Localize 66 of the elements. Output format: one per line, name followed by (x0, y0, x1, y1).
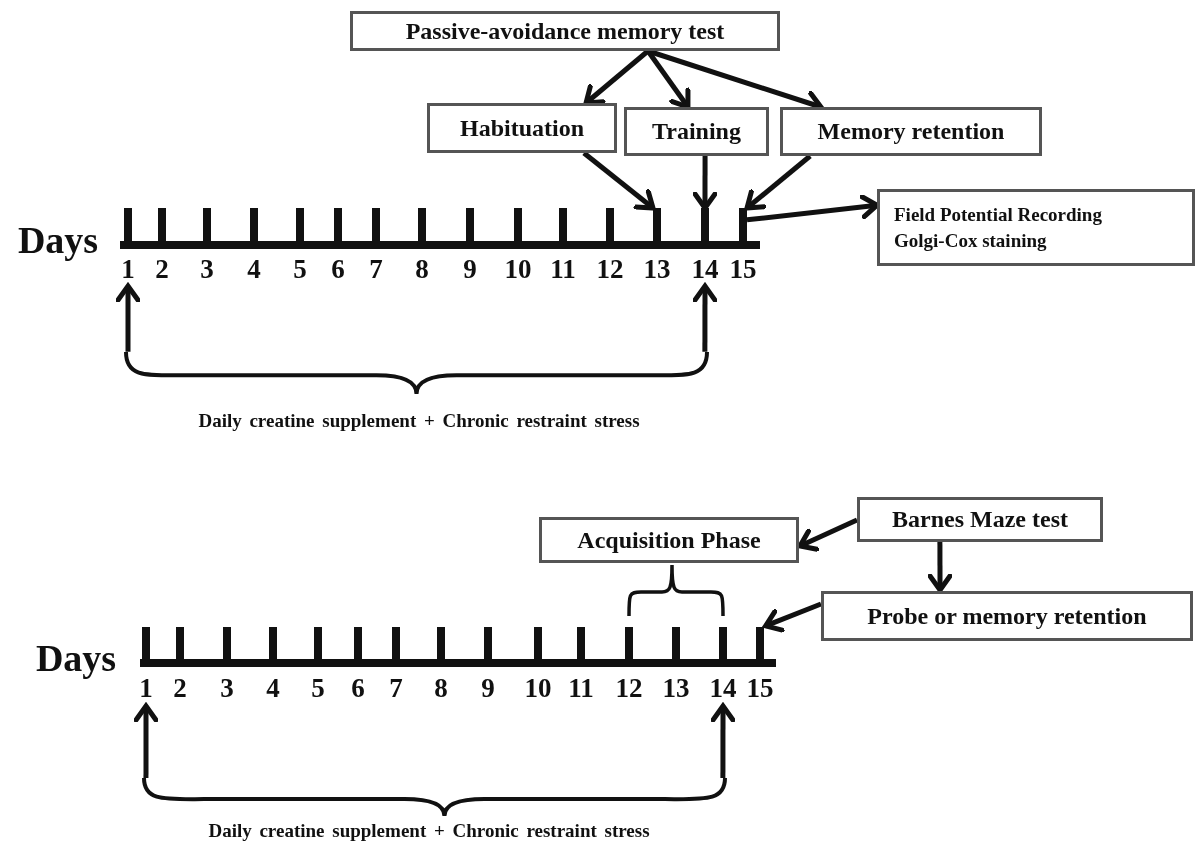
day-number: 11 (549, 254, 577, 284)
arrow (797, 517, 859, 552)
day-number: 8 (433, 673, 449, 703)
day-number: 9 (480, 673, 496, 703)
day-number: 5 (292, 254, 308, 284)
arrow (692, 156, 718, 211)
curly-brace (124, 350, 709, 396)
day-number: 14 (703, 673, 743, 703)
arrow (133, 703, 159, 779)
arrow (692, 283, 718, 352)
tick-mark (653, 208, 661, 245)
test-box (780, 107, 1042, 156)
day-number: 10 (523, 673, 553, 703)
test-box (624, 107, 769, 156)
test-box (821, 591, 1193, 641)
day-number: 1 (126, 673, 166, 703)
day-number: 2 (154, 254, 170, 284)
day-number: 11 (567, 673, 595, 703)
box-label: Field Potential Recording (894, 202, 1102, 227)
caption-text: Daily creatine supplement + Chronic restraint stress (207, 819, 651, 843)
box-label: Golgi-Cox staining (894, 228, 1047, 253)
test-box (857, 497, 1103, 542)
arrow (115, 283, 141, 352)
box-label: Probe or memory retention (867, 601, 1147, 631)
box-label: Passive-avoidance memory test (405, 16, 725, 46)
day-number: 6 (350, 673, 366, 703)
box-label: Training (652, 117, 741, 146)
arrow (710, 703, 736, 779)
day-number: 1 (108, 254, 148, 284)
test-box (877, 189, 1195, 266)
day-number: 12 (614, 673, 644, 703)
box-label: Acquisition Phase (577, 525, 761, 555)
day-number: 10 (503, 254, 533, 284)
day-number: 15 (728, 254, 758, 284)
arrow (744, 154, 812, 211)
day-number: 7 (368, 254, 384, 284)
box-label: Memory retention (817, 117, 1005, 146)
curly-brace (142, 776, 727, 818)
day-number: 13 (642, 254, 672, 284)
day-number: 15 (745, 673, 775, 703)
axis-title: Days (16, 218, 100, 263)
day-number: 3 (199, 254, 215, 284)
day-number: 4 (246, 254, 262, 284)
arrow (927, 542, 953, 593)
box-label: Habituation (460, 113, 584, 143)
day-number: 13 (661, 673, 691, 703)
day-number: 12 (595, 254, 625, 284)
test-box (539, 517, 799, 563)
day-number: 4 (265, 673, 281, 703)
day-number: 3 (219, 673, 235, 703)
day-number: 8 (414, 254, 430, 284)
tick-mark (756, 627, 764, 663)
test-box (350, 11, 780, 51)
day-number: 5 (310, 673, 326, 703)
day-number: 6 (330, 254, 346, 284)
test-box (427, 103, 617, 153)
day-number: 14 (685, 254, 725, 284)
caption-text: Daily creatine supplement + Chronic restraint stress (197, 409, 641, 433)
day-number: 2 (172, 673, 188, 703)
tick-mark (739, 208, 747, 245)
arrow (763, 601, 822, 633)
axis-title: Days (34, 636, 118, 681)
day-number: 7 (388, 673, 404, 703)
box-label: Barnes Maze test (892, 505, 1068, 534)
arrow (582, 151, 656, 211)
day-number: 9 (462, 254, 478, 284)
